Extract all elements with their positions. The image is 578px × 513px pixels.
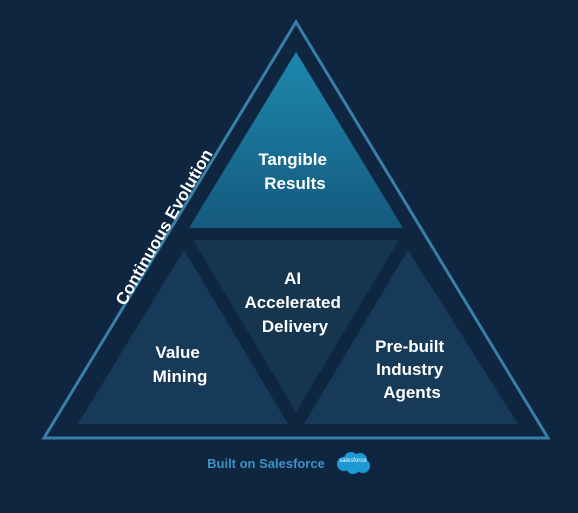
outer-triangle-outline [41,19,551,440]
top-triangle [189,52,403,228]
footer: Built on Salesforce salesforce [0,451,578,475]
tangible-results-label: Tangible Results [258,150,331,193]
left-triangle [78,250,288,424]
center-triangle [193,240,399,412]
salesforce-logo-icon: salesforce [335,451,371,475]
value-mining-label: Value Mining [153,343,208,386]
salesforce-logo-text: salesforce [339,458,367,464]
right-triangle [304,250,518,424]
ai-accelerated-delivery-label: AI Accelerated Delivery [244,269,345,336]
built-on-salesforce-text: Built on Salesforce [207,455,325,471]
prebuilt-industry-agents-label: Pre-built Industry Agents [375,337,449,402]
